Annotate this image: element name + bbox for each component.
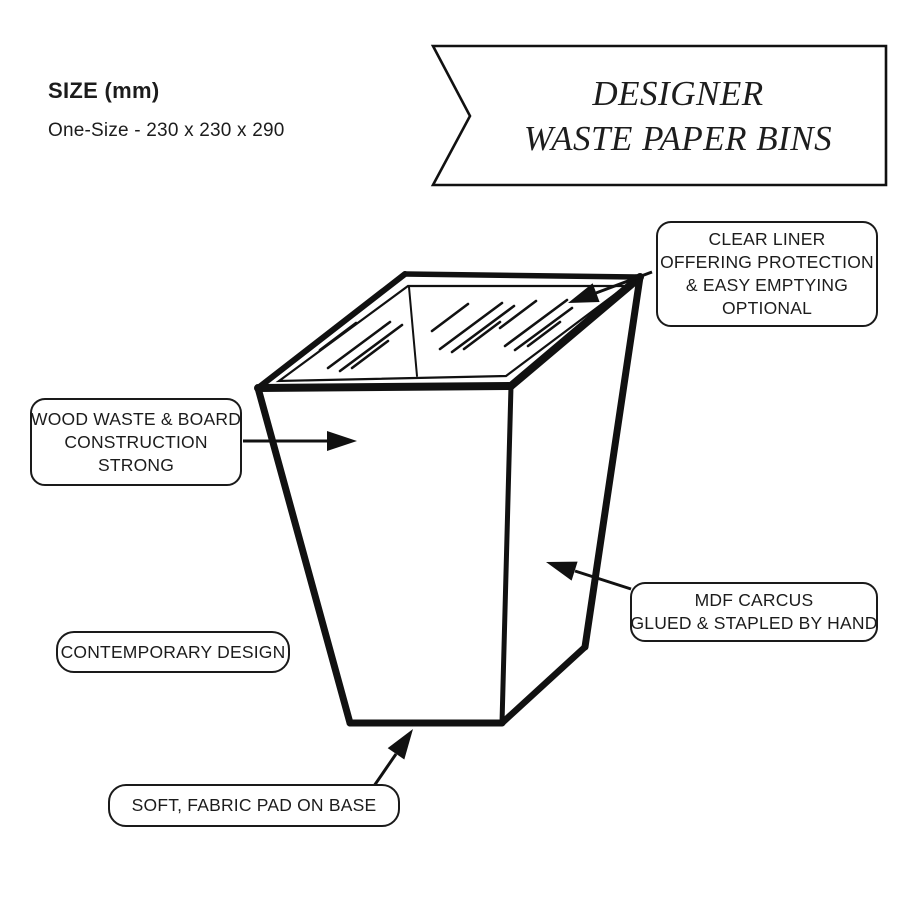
arrow-wood-construction <box>243 431 357 451</box>
banner-ribbon-shape <box>430 44 888 187</box>
callout-wood-construction: WOOD WASTE & BOARD CONSTRUCTION STRONG <box>30 398 242 486</box>
size-value: One-Size - 230 x 230 x 290 <box>48 120 285 141</box>
bin-drawing <box>254 271 644 727</box>
callout-contemporary-line: CONTEMPORARY DESIGN <box>60 641 286 662</box>
callout-mdf-line: GLUED & STAPLED BY HAND <box>630 613 878 633</box>
arrow-fabric-pad <box>372 729 413 787</box>
callout-arrows <box>243 270 653 787</box>
callout-clear-liner-line: & EASY EMPTYING <box>685 275 849 295</box>
bin-liner-hatching <box>318 298 574 373</box>
bin-top-rim <box>254 271 644 392</box>
callout-wood-line: CONSTRUCTION <box>64 431 208 452</box>
callout-clear-liner-line: CLEAR LINER <box>708 229 826 249</box>
arrow-clear-liner <box>568 270 653 303</box>
callout-clear-liner: CLEAR LINER OFFERING PROTECTION & EASY E… <box>656 221 878 327</box>
callout-contemporary-design: CONTEMPORARY DESIGN <box>56 631 290 673</box>
callout-pad-line: SOFT, FABRIC PAD ON BASE <box>131 795 377 815</box>
banner-title-line2: WASTE PAPER BINS <box>523 118 833 158</box>
callout-clear-liner-line: OFFERING PROTECTION <box>660 252 874 272</box>
size-heading: SIZE (mm) <box>48 78 160 103</box>
bin-body <box>254 273 644 727</box>
callout-clear-liner-line: OPTIONAL <box>721 298 813 318</box>
callout-mdf-carcus: MDF CARCUS GLUED & STAPLED BY HAND <box>630 582 878 642</box>
callout-wood-line: STRONG <box>97 454 175 475</box>
banner-title-line1: DESIGNER <box>592 73 764 113</box>
size-info: SIZE (mm) One-Size - 230 x 230 x 290 <box>48 78 285 142</box>
callout-mdf-line: MDF CARCUS <box>694 590 814 610</box>
callout-fabric-pad: SOFT, FABRIC PAD ON BASE <box>108 784 400 827</box>
banner-title: DESIGNER WASTE PAPER BINS <box>470 46 886 185</box>
arrow-mdf-carcus <box>546 561 632 591</box>
hatch-group-left <box>318 320 404 373</box>
hatch-group-right <box>498 298 574 352</box>
callout-wood-line: WOOD WASTE & BOARD <box>30 408 242 429</box>
hatch-group-middle <box>430 301 516 354</box>
